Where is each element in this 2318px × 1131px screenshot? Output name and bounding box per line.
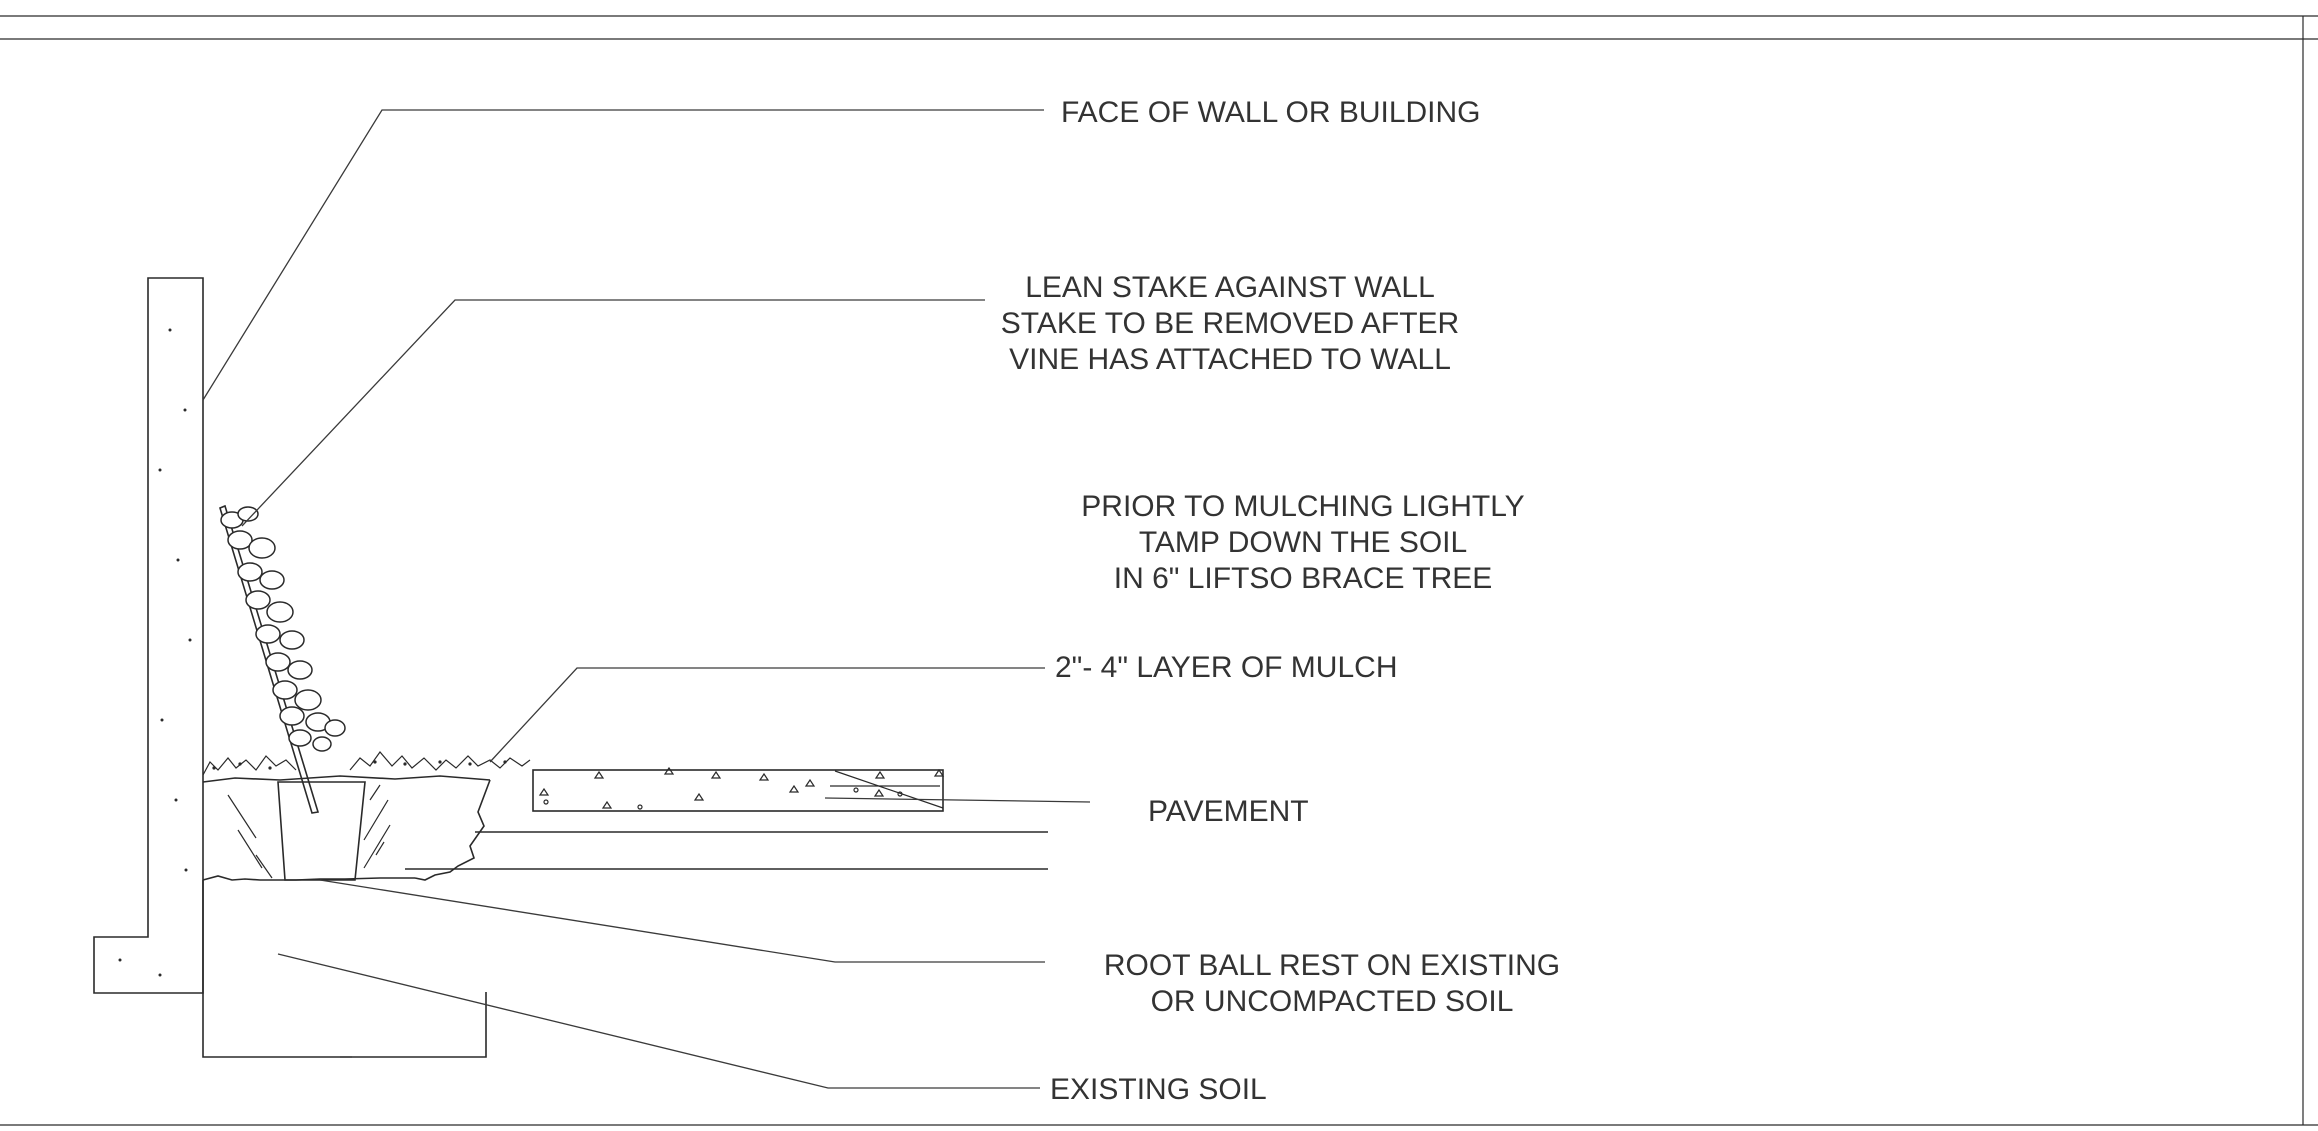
sheet-border	[0, 15, 2318, 1126]
pavement-aggregate	[538, 766, 945, 810]
label-lean-stake-line-1: LEAN STAKE AGAINST WALL	[1025, 271, 1435, 304]
leader-root-ball	[319, 879, 1045, 963]
backfill-hatch	[227, 784, 391, 879]
pavement-section	[532, 766, 945, 812]
leader-lines	[202, 109, 1091, 1089]
planting-pit	[202, 504, 491, 881]
mulch-layer	[202, 751, 531, 776]
label-lean-stake: LEAN STAKE AGAINST WALL STAKE TO BE REMO…	[1001, 271, 1459, 376]
label-root-ball: ROOT BALL REST ON EXISTING OR UNCOMPACTE…	[1104, 949, 1560, 1018]
subbase-lines	[405, 831, 1048, 870]
label-prior-to-mulching-line-1: PRIOR TO MULCHING LIGHTLY	[1081, 490, 1524, 523]
wall-aggregate-dots	[118, 328, 192, 977]
label-lean-stake-line-3: VINE HAS ATTACHED TO WALL	[1009, 343, 1451, 376]
leader-existing-soil	[277, 953, 1040, 1089]
vine-foliage	[220, 506, 346, 752]
wall-section	[93, 277, 204, 994]
annotations: FACE OF WALL OR BUILDING LEAN STAKE AGAI…	[1001, 96, 1560, 1106]
label-mulch: 2"- 4" LAYER OF MULCH	[1055, 651, 1397, 684]
label-face-of-wall: FACE OF WALL OR BUILDING	[1061, 96, 1481, 129]
existing-soil-outline	[202, 880, 487, 1058]
label-root-ball-line-2: OR UNCOMPACTED SOIL	[1151, 985, 1514, 1018]
leader-pavement	[824, 797, 1091, 803]
label-prior-to-mulching: PRIOR TO MULCHING LIGHTLY TAMP DOWN THE …	[1081, 490, 1524, 595]
leader-lean-stake	[241, 299, 985, 527]
label-prior-to-mulching-line-3: IN 6" LIFTSO BRACE TREE	[1114, 562, 1493, 595]
leader-face-of-wall	[202, 109, 1044, 401]
label-existing-soil: EXISTING SOIL	[1050, 1073, 1267, 1106]
label-root-ball-line-1: ROOT BALL REST ON EXISTING	[1104, 949, 1560, 982]
leader-mulch	[489, 667, 1045, 763]
label-lean-stake-line-2: STAKE TO BE REMOVED AFTER	[1001, 307, 1459, 340]
label-pavement: PAVEMENT	[1148, 795, 1309, 828]
label-prior-to-mulching-line-2: TAMP DOWN THE SOIL	[1139, 526, 1467, 559]
